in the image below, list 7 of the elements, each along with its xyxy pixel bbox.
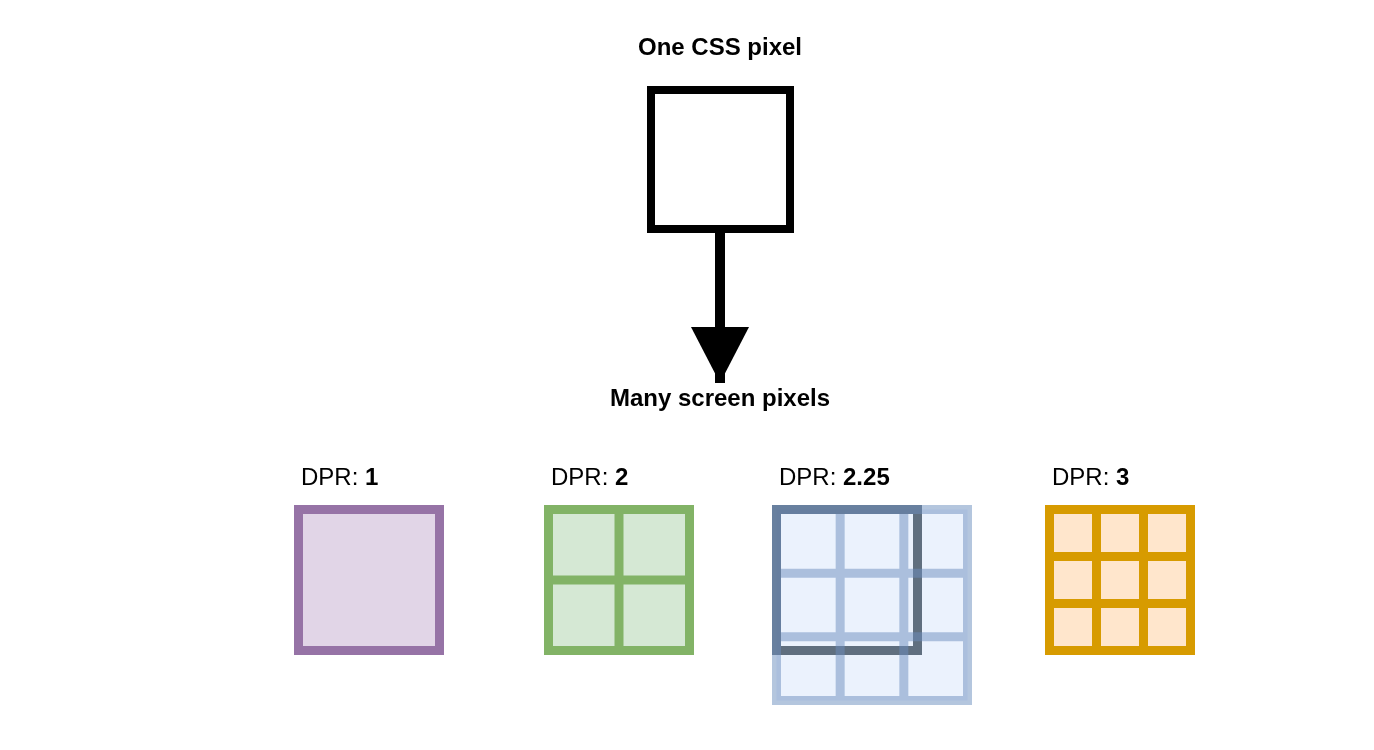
dpr-label: DPR: 3 <box>1052 462 1130 492</box>
heading: One CSS pixel <box>637 32 803 62</box>
caption-text: Many screen pixels <box>609 383 831 413</box>
dpr-label: DPR: 2 <box>551 462 629 492</box>
dpr-label: DPR: 2.25 <box>779 462 890 492</box>
dpr-label: DPR: 1 <box>301 462 379 492</box>
arrow <box>691 233 749 383</box>
